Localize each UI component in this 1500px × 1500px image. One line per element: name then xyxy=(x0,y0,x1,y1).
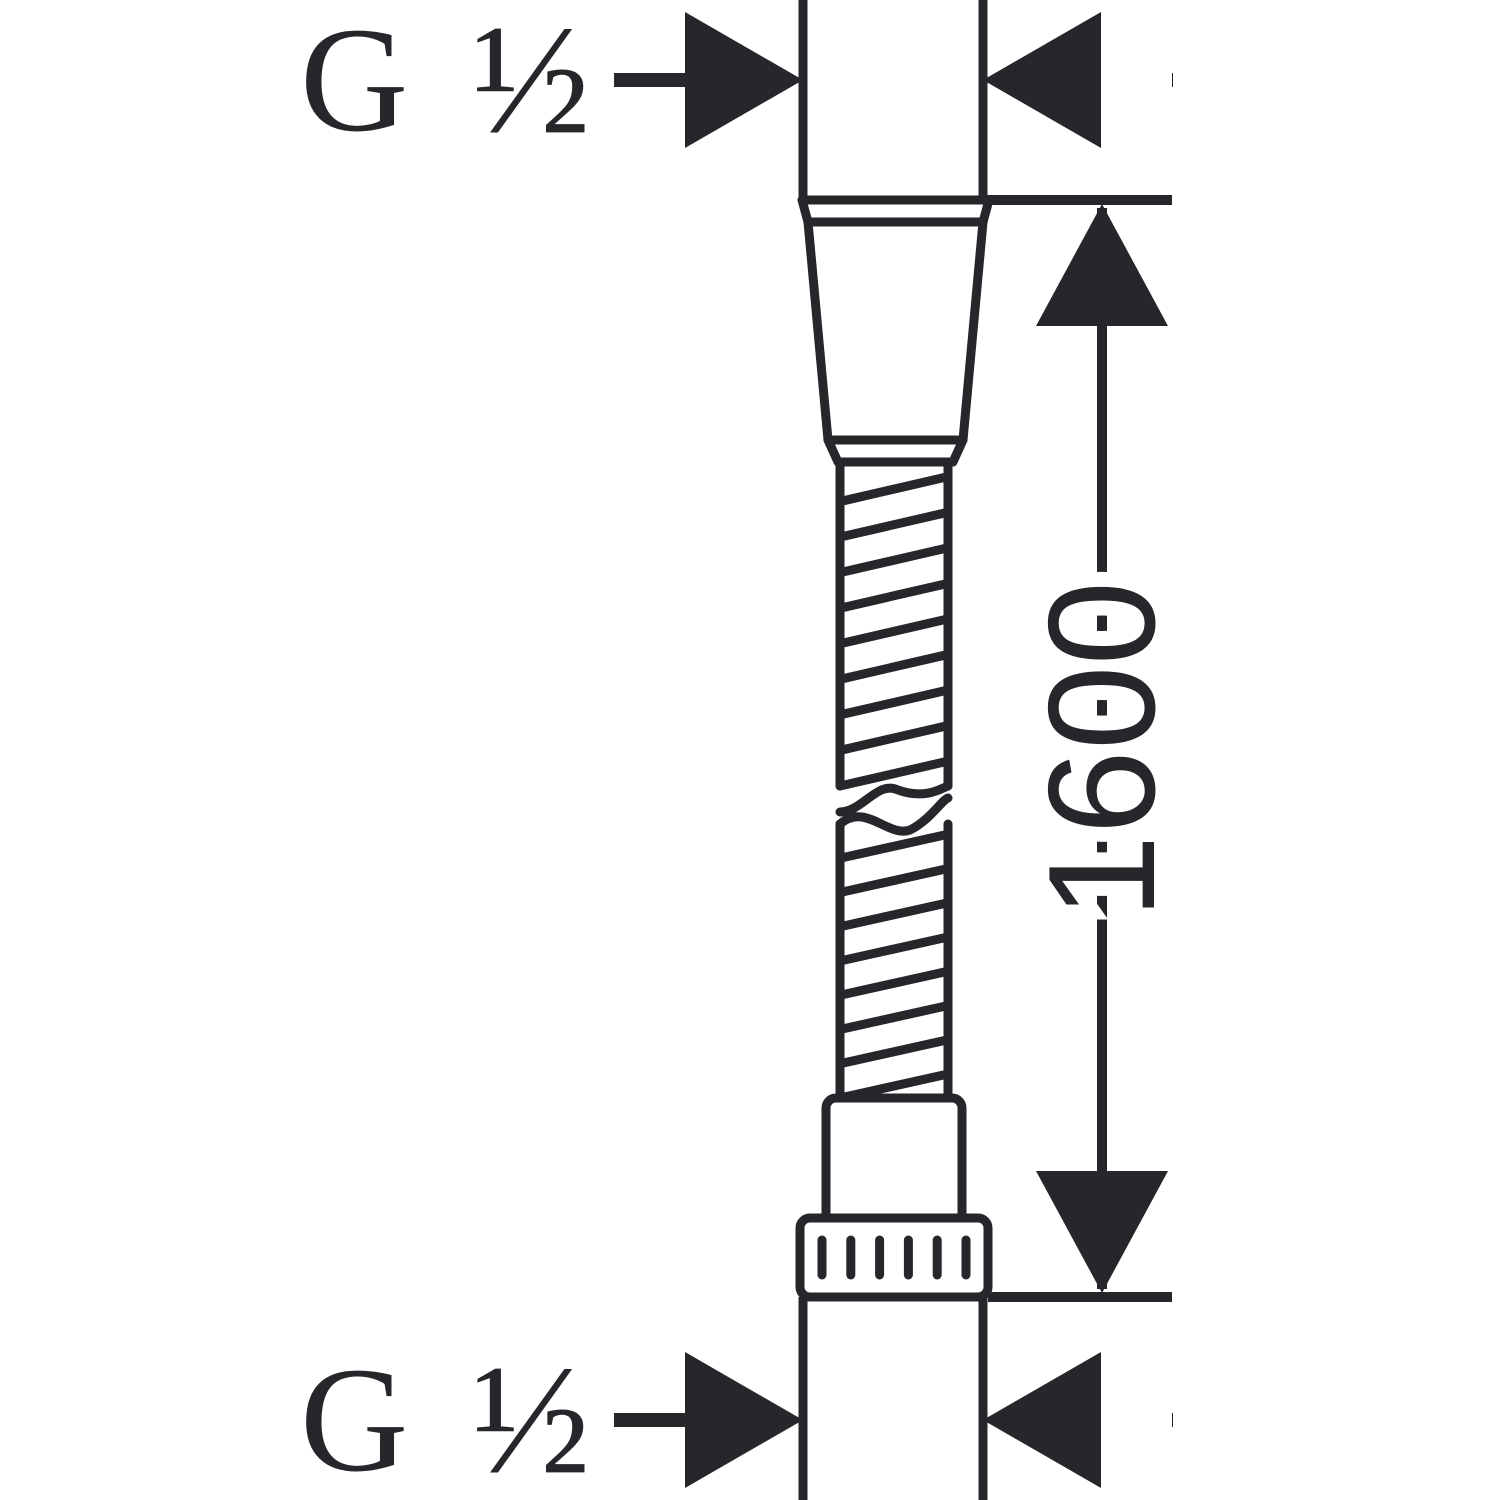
hose-coil-line xyxy=(835,829,953,863)
thread-arrow-left xyxy=(983,12,1101,148)
thread-spec-top-fraction: ½ xyxy=(472,0,591,168)
hose-coil-line xyxy=(835,578,953,613)
thread-arrow-right xyxy=(685,12,803,148)
hose-coil-line xyxy=(835,507,953,542)
thread-arrow-right xyxy=(685,1352,803,1488)
hose-coil-line xyxy=(835,1035,953,1069)
thread-spec-bottom-letter: G xyxy=(300,1337,408,1500)
nut-taper-body xyxy=(803,217,988,445)
dimension-arrow-down xyxy=(1036,1171,1168,1293)
hose-break-wave-top xyxy=(835,793,953,836)
hose-coil-line xyxy=(835,685,953,720)
hose-coil-line xyxy=(835,966,953,1000)
dimension-arrow-up xyxy=(1036,204,1168,326)
hose-coil-line xyxy=(835,543,953,578)
hose-coil-line xyxy=(835,898,953,932)
nut-bottom-band xyxy=(823,435,968,467)
hose-coil-line xyxy=(835,932,953,966)
dimension-value-1600: 1600 xyxy=(1017,581,1187,919)
hose-coil-line xyxy=(835,721,953,755)
thread-spec-bottom-fraction: ½ xyxy=(472,1333,591,1500)
knurled-collar-outline xyxy=(795,1213,993,1302)
hose-coil-line xyxy=(835,864,953,897)
hose-break-wave-bottom xyxy=(835,781,953,817)
flexible-metal-hose-lower xyxy=(835,793,953,1103)
flexible-metal-hose-upper xyxy=(835,461,953,817)
thread-arrow-left xyxy=(983,1352,1101,1488)
thread-spec-top-letter: G xyxy=(300,0,408,163)
hose-coil-line xyxy=(835,649,953,684)
lower-body-tube xyxy=(821,1093,967,1223)
hose-coil-line xyxy=(835,1001,953,1034)
hose-coil-line xyxy=(835,756,953,791)
hose-coil-line xyxy=(835,472,953,507)
hose-coil-line xyxy=(835,614,953,649)
